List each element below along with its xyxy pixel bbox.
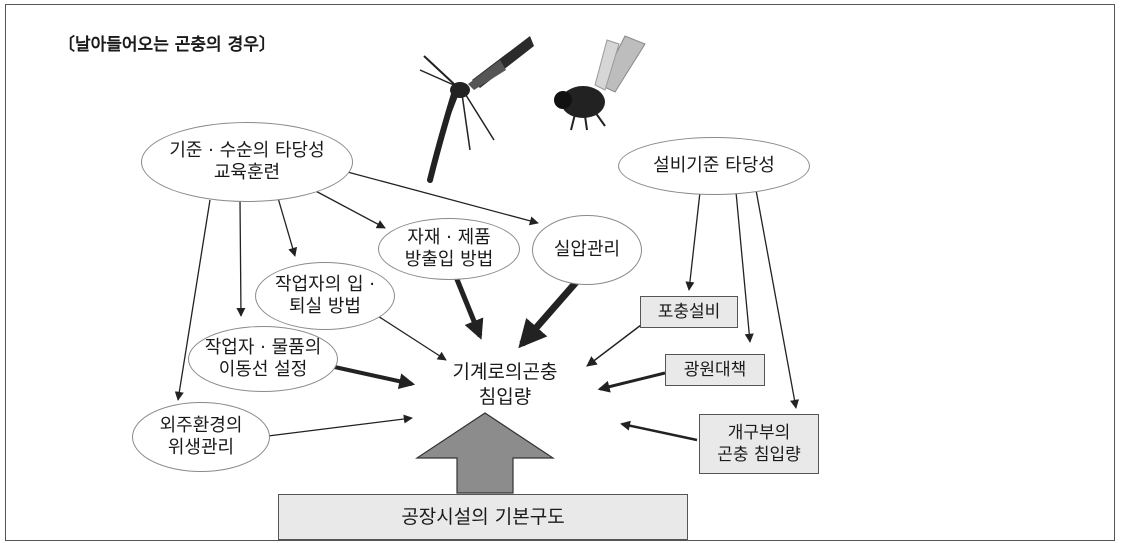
node-center-insect-intrusion: 기계로의곤충 침입량 — [430, 360, 580, 410]
fly-illustration — [554, 35, 646, 131]
node-base-structure-label: 공장시설의 기본구도 — [401, 506, 565, 528]
node-room-pressure-label: 실압관리 — [553, 239, 621, 260]
node-standards-line2: 교육훈련 — [213, 162, 281, 183]
node-trap-equipment: 포충설비 — [640, 296, 738, 328]
node-facility-standards: 설비기준 타당성 — [618, 137, 810, 195]
node-material-route-line1: 자재 · 제품 — [407, 227, 491, 248]
mosquito-illustration — [419, 36, 534, 183]
node-opening-line1: 개구부의 — [727, 423, 791, 443]
node-worker-flow-line2: 이동선 설정 — [218, 359, 308, 380]
diagram-frame — [5, 4, 1115, 541]
node-exterior-hygiene: 외주환경의 위생관리 — [132, 402, 270, 472]
node-facility-standards-label: 설비기준 타당성 — [653, 155, 775, 176]
node-worker-flow: 작업자 · 물품의 이동선 설정 — [188, 326, 338, 392]
node-room-pressure: 실압관리 — [532, 215, 642, 285]
node-trap-equipment-label: 포충설비 — [657, 302, 721, 322]
node-exterior-hygiene-line1: 외주환경의 — [159, 415, 243, 436]
node-standards-training: 기준 · 수순의 타당성 교육훈련 — [141, 122, 353, 202]
node-base-structure: 공장시설의 기본구도 — [278, 494, 688, 540]
node-center-line2: 침입량 — [478, 386, 532, 408]
node-center-line1: 기계로의곤충 — [452, 361, 558, 383]
node-standards-line1: 기준 · 수순의 타당성 — [169, 140, 325, 161]
node-material-route-line2: 방출입 방법 — [404, 249, 494, 270]
node-worker-entry-line1: 작업자의 입 · — [275, 274, 375, 295]
node-opening-intrusion: 개구부의 곤충 침입량 — [699, 414, 819, 474]
node-worker-entry: 작업자의 입 · 퇴실 방법 — [255, 262, 395, 330]
node-material-route: 자재 · 제품 방출입 방법 — [378, 218, 520, 280]
node-light-source: 광원대책 — [665, 354, 765, 386]
node-opening-line2: 곤충 침입량 — [717, 445, 801, 465]
node-worker-entry-line2: 퇴실 방법 — [289, 296, 361, 317]
diagram-title: 〔날아들어오는 곤충의 경우〕 — [58, 35, 276, 55]
node-light-source-label: 광원대책 — [683, 360, 747, 380]
node-exterior-hygiene-line2: 위생관리 — [167, 437, 235, 458]
node-worker-flow-line1: 작업자 · 물품의 — [204, 337, 322, 358]
